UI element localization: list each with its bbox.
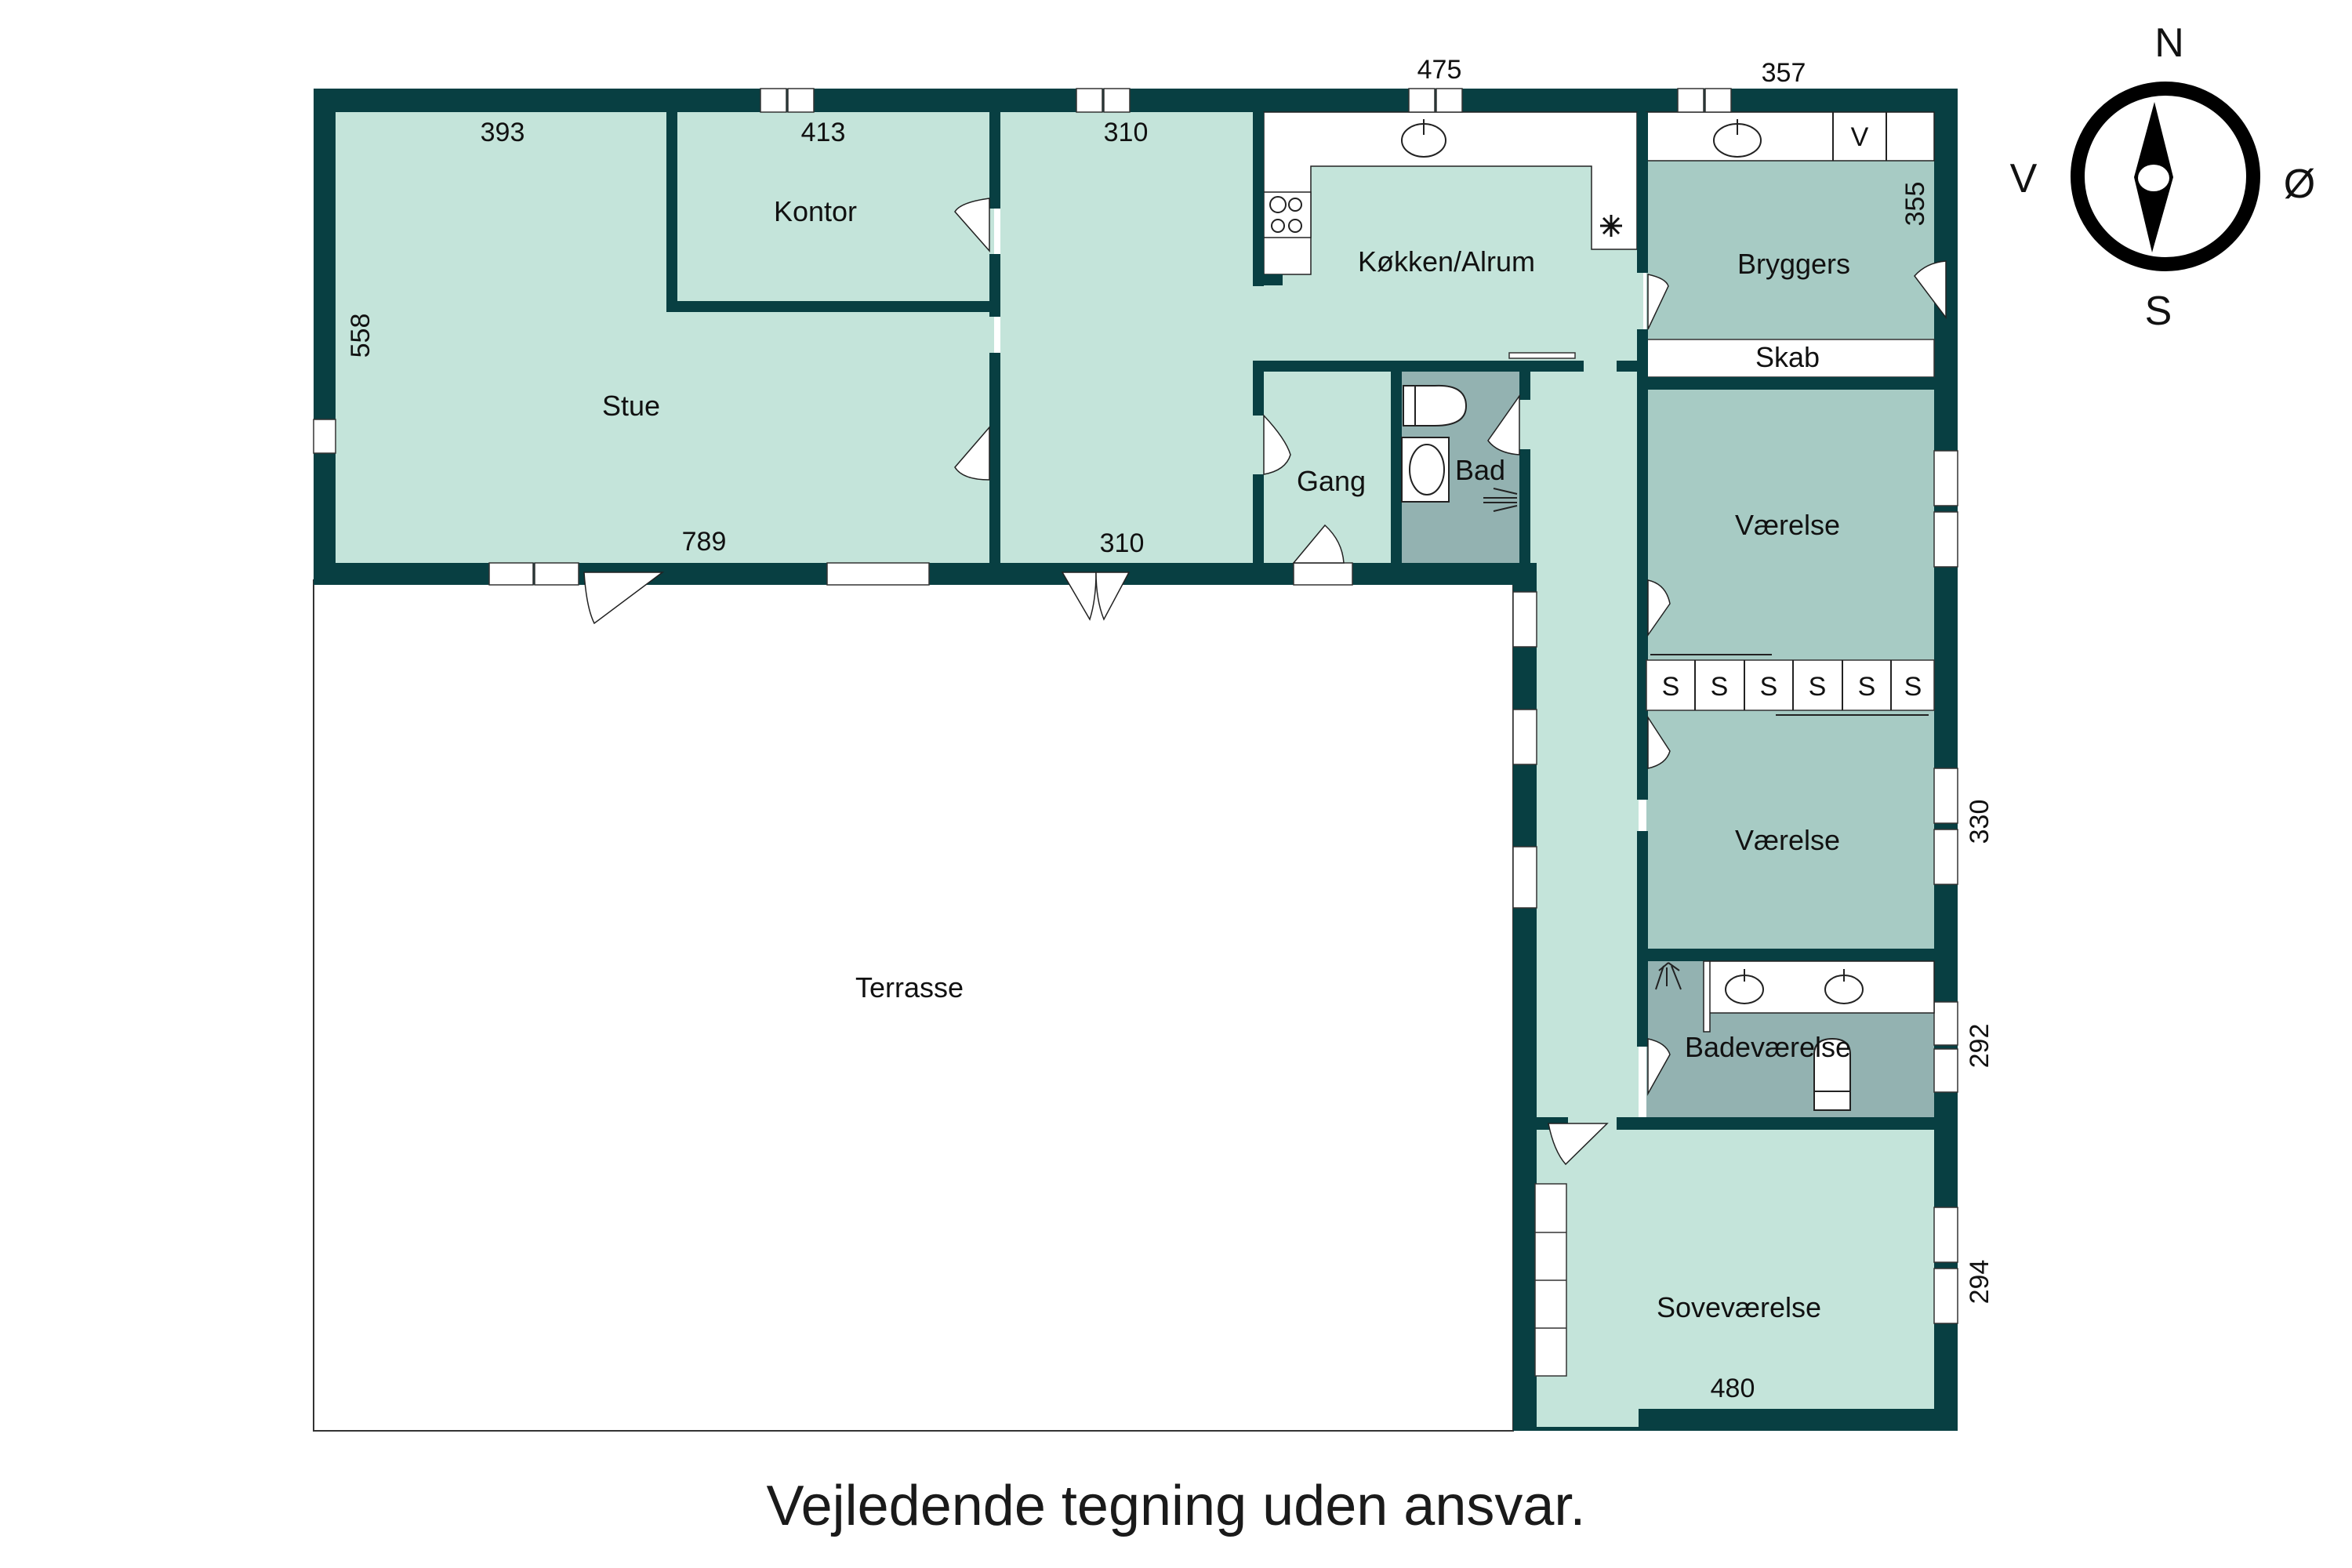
dim-bryggers-top: 357: [1762, 58, 1806, 88]
door-gang-entry: [1292, 524, 1345, 564]
corridor-shelf: [1508, 352, 1576, 359]
dim-badevaerelse-side: 292: [1965, 1024, 1994, 1069]
fridge-snowflake-icon: [1600, 215, 1622, 237]
kitchen-sink-icon: [1401, 119, 1446, 158]
door-kontor: [954, 198, 990, 252]
washer-v-label: V: [1851, 122, 1869, 152]
door-stue: [954, 425, 990, 481]
shower-icon: [1483, 488, 1518, 512]
dim-kokken-top: 475: [1417, 55, 1462, 85]
label-bad: Bad: [1455, 454, 1505, 486]
washbasin-icon: [1401, 437, 1450, 503]
vaerelse1-floor: [1646, 390, 1934, 660]
windows: [313, 88, 1958, 1377]
dim-stue-top: 393: [481, 118, 525, 147]
compass: N S V Ø: [2010, 20, 2316, 334]
utility-sink-icon: [1713, 119, 1762, 158]
door-badevaerelse: [1647, 1038, 1671, 1096]
wardrobe-row: S S S S S S: [1646, 654, 1935, 716]
skab-floor: [1646, 339, 1935, 378]
door-vaerelse2: [1647, 715, 1671, 769]
dim-kontor-top: 413: [801, 118, 846, 147]
badevaerelse-fixtures: [1655, 960, 1935, 1111]
dim-bryggers-side: 355: [1900, 182, 1930, 227]
toilet-icon: [1813, 1037, 1851, 1111]
sovevaerelse-floor: [1537, 1129, 1934, 1409]
label-gang: Gang: [1297, 465, 1366, 497]
shower-icon: [1655, 962, 1682, 990]
door-vaerelse1: [1647, 579, 1671, 637]
label-skab: Skab: [1755, 341, 1820, 373]
door-terrace-stue: [583, 572, 665, 625]
dimension-labels: 393 413 310 475 357 355 558 789 310 330 …: [346, 55, 1994, 1403]
door-sovevaerelse: [1548, 1123, 1609, 1166]
kontor-floor: [677, 112, 991, 300]
dim-stue-bottom: 789: [682, 527, 727, 557]
wardrobe-s-4: S: [1809, 672, 1827, 702]
label-vaerelse-2: Værelse: [1735, 824, 1840, 856]
bad-fixtures: [1401, 384, 1518, 512]
wardrobe-s-1: S: [1662, 672, 1680, 702]
dim-sovevaerelse-bottom: 480: [1711, 1374, 1755, 1403]
toilet-icon: [1403, 384, 1468, 426]
interior-walls: [666, 112, 1934, 1130]
dim-vaerelse-side: 330: [1965, 800, 1994, 844]
wardrobe-s-5: S: [1858, 672, 1876, 702]
compass-south: S: [2145, 289, 2172, 334]
label-terrasse: Terrasse: [855, 971, 964, 1004]
compass-north: N: [2154, 20, 2184, 66]
label-stue: Stue: [602, 390, 660, 422]
door-terrace-alrum-right: [1095, 572, 1131, 621]
dim-kokken-top-left: 310: [1104, 118, 1149, 147]
double-sink-icon: [1725, 969, 1864, 1004]
room-labels: Stue Kontor Køkken/Alrum Bryggers Skab G…: [602, 195, 1851, 1323]
dim-sovevaerelse-side: 294: [1965, 1260, 1994, 1305]
terrace-area: [313, 579, 1514, 1432]
compass-west: V: [2010, 156, 2038, 201]
kitchen-counter: [1263, 111, 1638, 275]
label-kontor: Kontor: [774, 195, 857, 227]
stove-icon: [1269, 196, 1302, 233]
vaerelse2-floor: [1646, 710, 1934, 949]
wardrobe-s-3: S: [1760, 672, 1778, 702]
label-vaerelse-1: Værelse: [1735, 509, 1840, 541]
dim-stue-side: 558: [346, 314, 376, 358]
wardrobe-s-2: S: [1711, 672, 1729, 702]
door-bryggers-right: [1914, 260, 1947, 320]
wardrobe-s-6: S: [1904, 672, 1922, 702]
disclaimer-text: Vejledende tegning uden ansvar.: [766, 1475, 1586, 1537]
label-badevaerelse: Badeværelse: [1685, 1031, 1851, 1063]
compass-east: Ø: [2284, 162, 2315, 207]
doors: [583, 198, 1947, 1166]
dim-alrum-bottom: 310: [1100, 528, 1145, 558]
label-bryggers: Bryggers: [1737, 248, 1850, 280]
label-kokken: Køkken/Alrum: [1358, 245, 1535, 278]
label-sovevaerelse: Soveværelse: [1657, 1291, 1821, 1323]
door-bryggers-left: [1647, 274, 1669, 330]
door-gang: [1263, 414, 1291, 475]
utility-counter: V: [1646, 111, 1935, 162]
room-floors: [336, 112, 1935, 1427]
door-bad: [1487, 394, 1520, 456]
